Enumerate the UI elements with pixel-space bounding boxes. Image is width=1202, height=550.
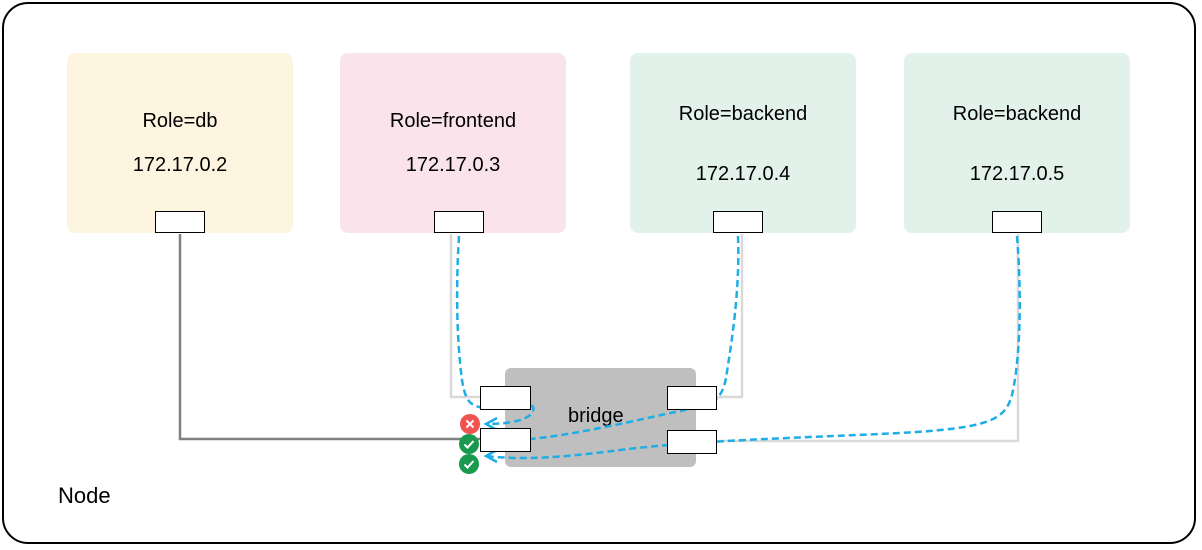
allowed-check-icon [459, 434, 479, 454]
node-label: Node [58, 483, 111, 508]
bridge-port-backend-1 [667, 386, 717, 410]
blocked-x-icon [460, 414, 480, 434]
pod-frontend: Role=frontend 172.17.0.3 [340, 53, 566, 233]
pod-db-interface [155, 211, 205, 233]
wire-backend-2 [717, 234, 1020, 443]
traffic-backend-2 [485, 235, 1021, 460]
pod-frontend-interface [434, 211, 484, 233]
bridge-label: bridge [568, 405, 624, 427]
pod-frontend-role: Role=frontend [389, 110, 517, 132]
pod-backend-1-role: Role=backend [678, 103, 808, 125]
wire-db [178, 234, 480, 441]
bridge [505, 368, 696, 467]
wire-frontend [449, 234, 480, 399]
pod-backend-2-role: Role=backend [952, 103, 1082, 125]
traffic-backend-1 [485, 235, 740, 443]
traffic-frontend [455, 235, 535, 426]
pod-db: Role=db 172.17.0.2 [67, 53, 293, 233]
pod-db-role: Role=db [142, 110, 218, 132]
pod-backend-1: Role=backend 172.17.0.4 [630, 53, 856, 233]
allowed-check-icon [459, 454, 479, 474]
wire-backend-1 [717, 234, 744, 399]
pod-db-ip: 172.17.0.2 [132, 154, 228, 176]
pod-backend-2: Role=backend 172.17.0.5 [904, 53, 1130, 233]
arrowhead-backend-2 [483, 448, 498, 464]
pod-frontend-ip: 172.17.0.3 [405, 154, 501, 176]
pod-backend-1-ip: 172.17.0.4 [695, 163, 791, 185]
pod-backend-1-interface [713, 211, 763, 233]
bridge-port-frontend [480, 386, 531, 410]
bridge-port-db [480, 428, 531, 452]
pod-backend-2-ip: 172.17.0.5 [969, 163, 1065, 185]
bridge-port-backend-2 [667, 430, 717, 454]
pod-backend-2-interface [992, 211, 1042, 233]
